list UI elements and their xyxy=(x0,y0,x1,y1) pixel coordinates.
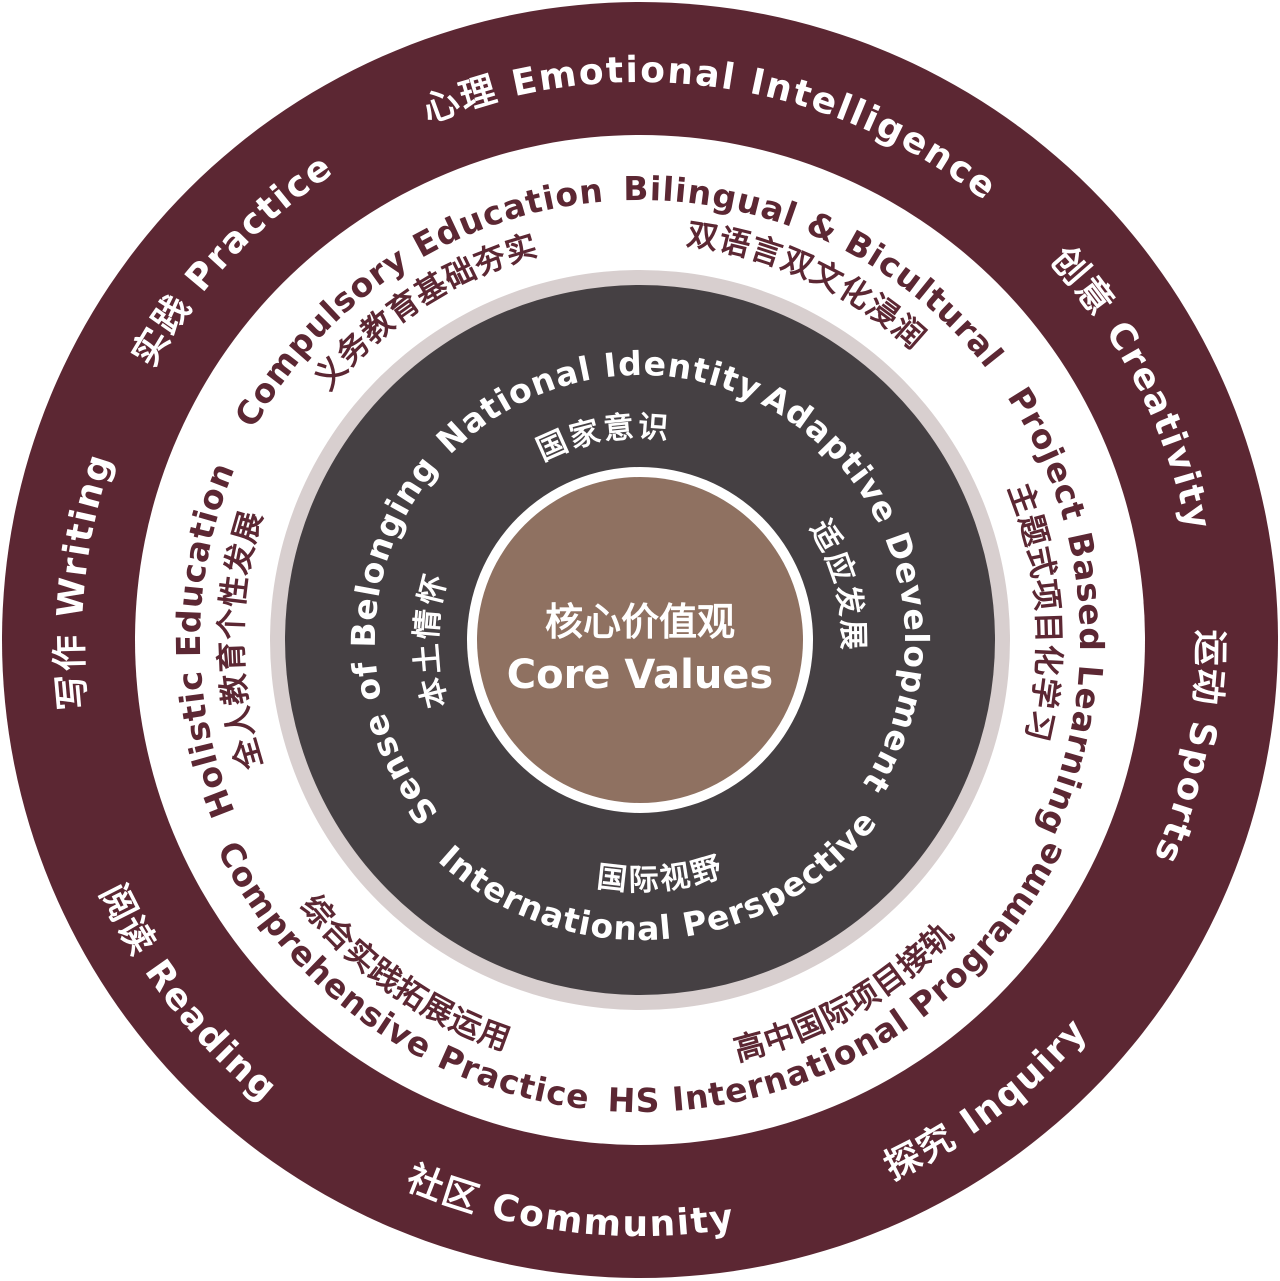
core-circle xyxy=(477,477,803,803)
core-label-en: Core Values xyxy=(507,652,774,698)
core-label-zh: 核心价值观 xyxy=(545,600,735,644)
